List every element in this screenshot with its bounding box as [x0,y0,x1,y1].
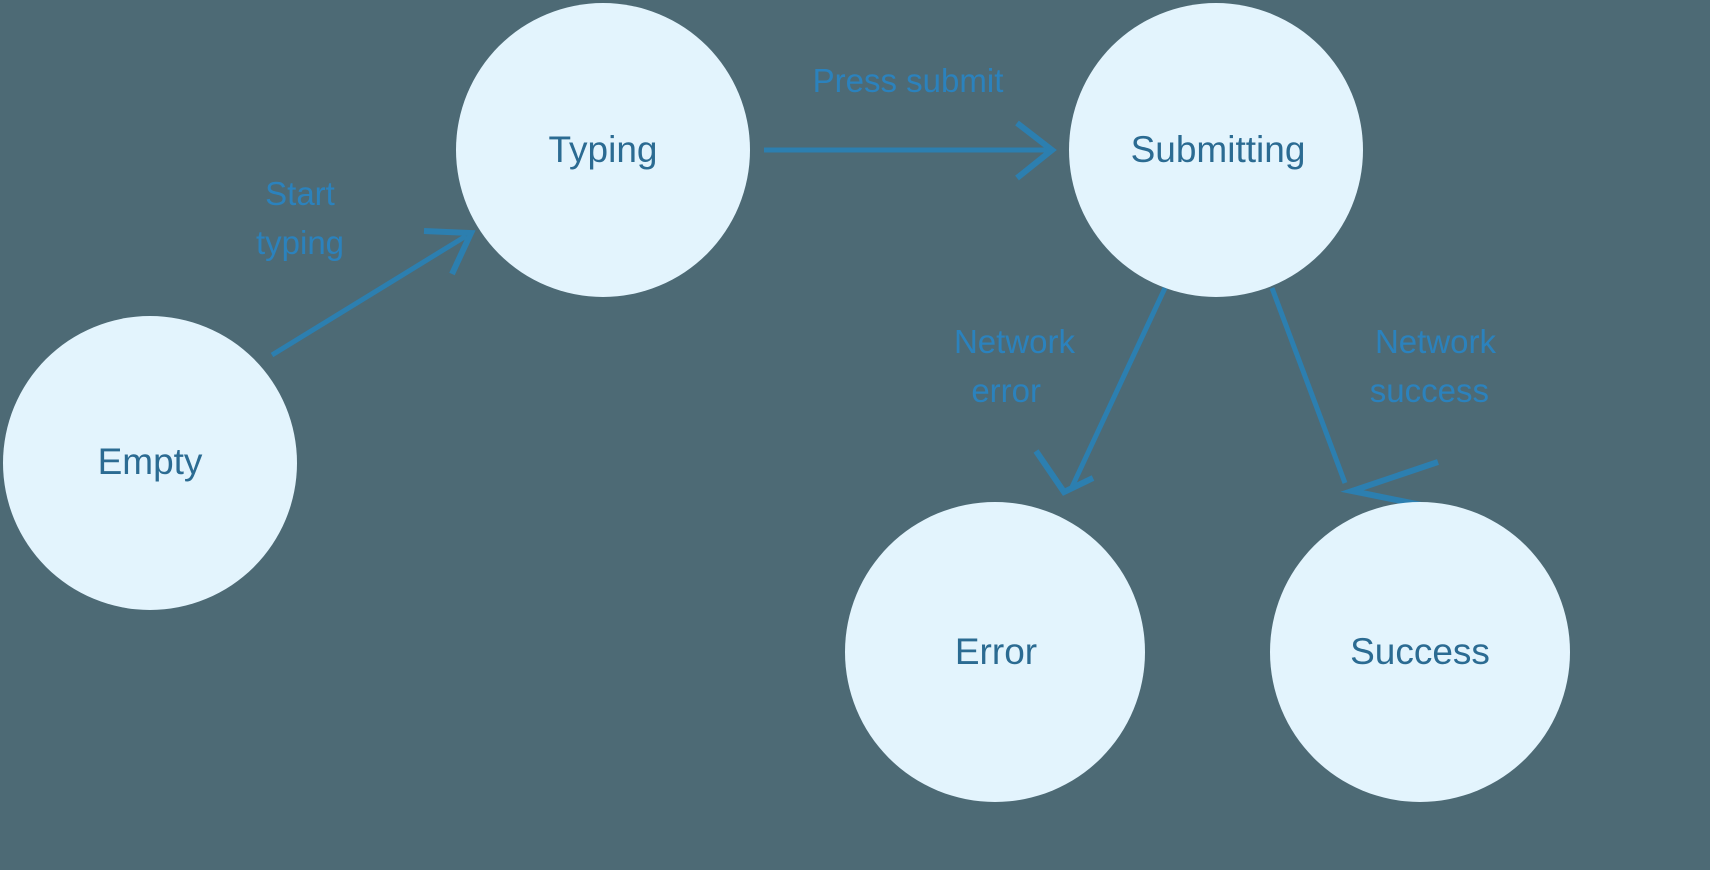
edge-label-submitting-to-error-line2: error [971,372,1041,409]
edge-label-typing-to-submitting-line1: Press submit [813,62,1004,99]
edge-label-empty-to-typing-line1: Start [265,175,335,212]
edge-label-submitting-to-success-line1: Network [1375,323,1497,360]
edge-submitting-to-error [1033,286,1168,496]
state-node-typing[interactable]: Typing [456,3,750,297]
edge-empty-to-typing [270,228,476,358]
edge-label-submitting-to-error: Network error [954,323,1076,409]
state-node-submitting[interactable]: Submitting [1069,3,1363,297]
state-node-submitting-circle[interactable] [1069,3,1363,297]
edge-submitting-to-success-line [1269,287,1348,484]
state-node-submitting-label: Submitting [1131,129,1306,170]
state-node-typing-circle[interactable] [456,3,750,297]
edge-submitting-to-error-arrowhead [1033,449,1095,496]
state-node-error-circle[interactable] [845,502,1145,802]
edge-label-submitting-to-success: Network success [1370,323,1497,409]
state-node-success-circle[interactable] [1270,502,1570,802]
edge-submitting-to-error-line [1069,286,1168,489]
edge-typing-to-submitting [764,120,1057,181]
edge-empty-to-typing-line [270,233,468,358]
state-node-empty-label: Empty [98,441,203,482]
edge-label-submitting-to-error-line1: Network [954,323,1076,360]
edge-empty-to-typing-arrowhead [423,228,476,276]
edge-typing-to-submitting-arrowhead [1015,120,1057,181]
state-node-success[interactable]: Success [1270,502,1570,802]
edge-label-submitting-to-success-line2: success [1370,372,1489,409]
state-node-error-label: Error [955,631,1037,672]
state-node-error[interactable]: Error [845,502,1145,802]
state-node-empty-circle[interactable] [3,316,297,610]
state-node-success-label: Success [1350,631,1490,672]
state-node-empty[interactable]: Empty [3,316,297,610]
edge-label-empty-to-typing: Start typing [256,175,344,261]
edge-label-typing-to-submitting: Press submit [813,62,1004,99]
edge-label-empty-to-typing-line2: typing [256,224,344,261]
state-node-typing-label: Typing [548,129,657,170]
